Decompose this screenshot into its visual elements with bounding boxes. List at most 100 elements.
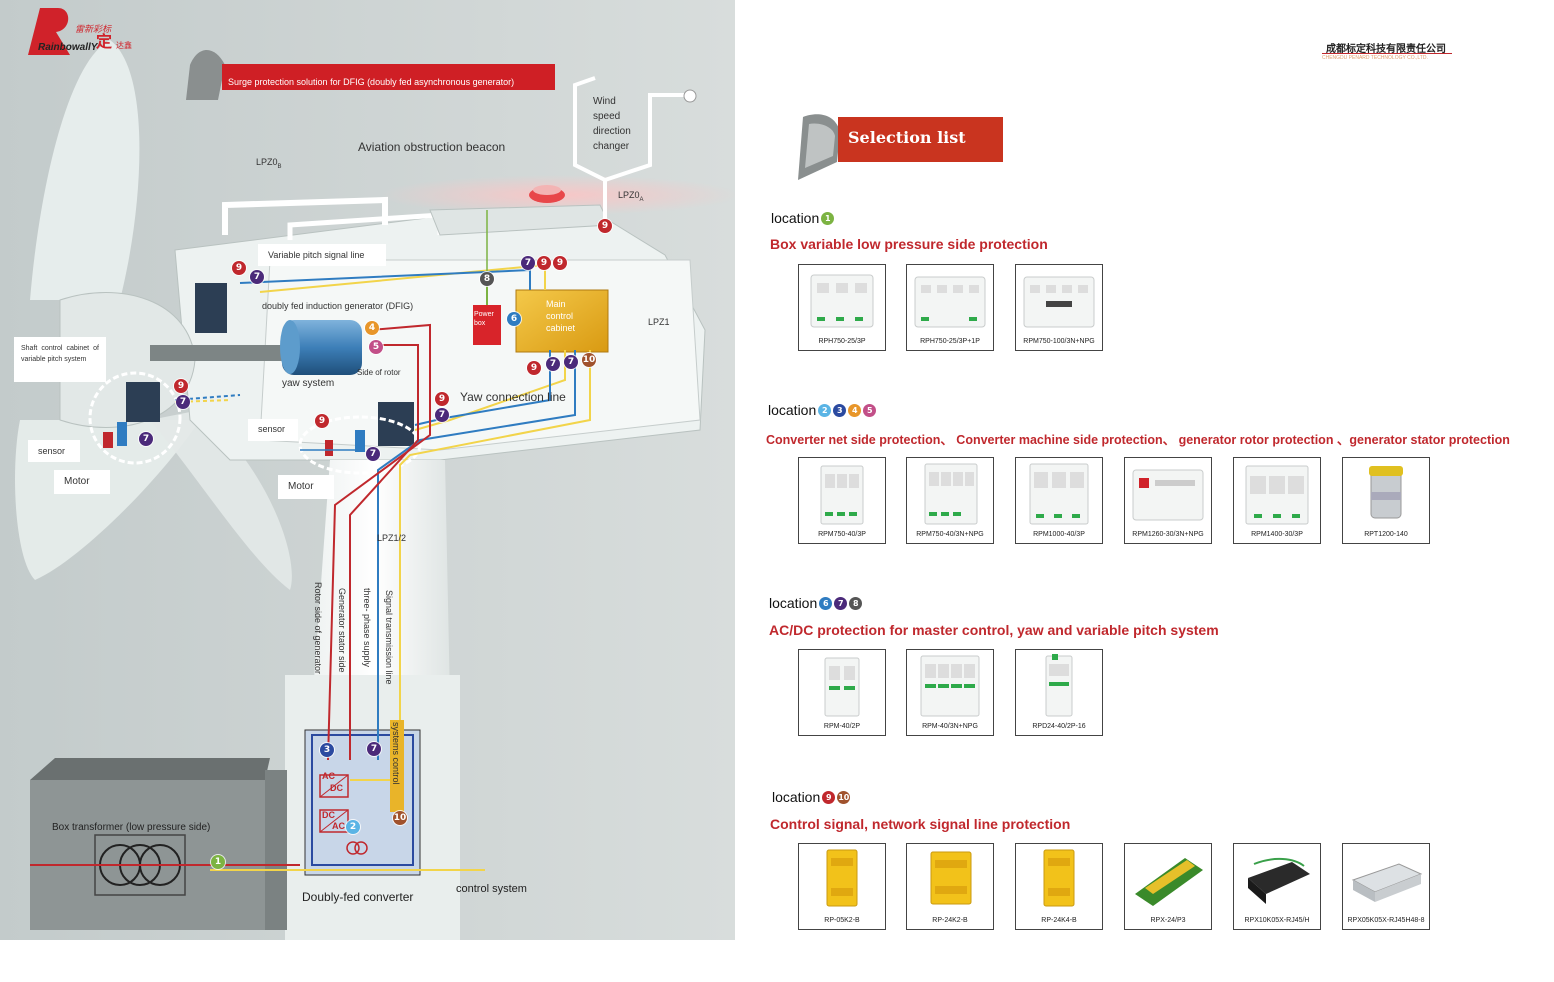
logo-cn-right: 达鑫 bbox=[116, 41, 132, 50]
product-card[interactable]: RP-24K4-B bbox=[1015, 843, 1103, 930]
marker-4: 4 bbox=[365, 321, 379, 335]
ac-label-2: AC bbox=[332, 821, 345, 831]
product-card[interactable]: RPM-40/2P bbox=[798, 649, 886, 736]
marker-9: 9 bbox=[822, 790, 836, 804]
marker-4: 4 bbox=[848, 403, 862, 417]
v-signal-label: Signal transmission line bbox=[384, 590, 394, 685]
product-model: RP-24K4-B bbox=[1041, 917, 1077, 924]
location-row-1: location 1 bbox=[771, 210, 835, 226]
logo-cn-top: 雷新彩标 bbox=[75, 24, 112, 34]
product-model: RPM1260-30/3N+NPG bbox=[1132, 531, 1204, 538]
product-model: RPX-24/P3 bbox=[1150, 917, 1186, 924]
product-model: RPM750-40/3N+NPG bbox=[916, 531, 984, 538]
product-card[interactable]: RP-24K2-B bbox=[906, 843, 994, 930]
marker-5: 5 bbox=[863, 403, 877, 417]
marker-1: 1 bbox=[821, 211, 835, 225]
product-model: RPM1000-40/3P bbox=[1033, 531, 1085, 538]
marker-8: 8 bbox=[480, 272, 494, 286]
marker-7: 7 bbox=[435, 408, 449, 422]
marker-10: 10 bbox=[393, 811, 407, 825]
marker-10: 10 bbox=[837, 790, 851, 804]
product-card[interactable]: RPM750-100/3N+NPG bbox=[1015, 264, 1103, 351]
lpz1-label: LPZ1 bbox=[648, 317, 670, 327]
beacon-label: Aviation obstruction beacon bbox=[358, 140, 506, 154]
marker-7: 7 bbox=[521, 256, 535, 270]
product-model: RPD24-40/2P-16 bbox=[1032, 723, 1086, 730]
diagram-title: Surge protection solution for DFIG (doub… bbox=[228, 77, 515, 87]
product-card[interactable]: RPM1260-30/3N+NPG bbox=[1124, 457, 1212, 544]
diagram-panel: RainbowallY 雷新彩标 定 达鑫 Surge protection s… bbox=[0, 0, 735, 940]
product-card[interactable]: RPX05K05X-RJ45H48-8 bbox=[1342, 843, 1430, 930]
location-3-description: AC/DC protection for master control, yaw… bbox=[769, 622, 1219, 638]
product-model: RPX05K05X-RJ45H48-8 bbox=[1347, 917, 1425, 924]
product-model: RPM750-100/3N+NPG bbox=[1023, 338, 1095, 345]
marker-9: 9 bbox=[553, 256, 567, 270]
location-row-2: location 2 3 4 5 bbox=[768, 402, 877, 418]
marker-9: 9 bbox=[537, 256, 551, 270]
marker-7: 7 bbox=[250, 270, 264, 284]
marker-7: 7 bbox=[367, 742, 381, 756]
product-card[interactable]: RPM-40/3N+NPG bbox=[906, 649, 994, 736]
main-cabinet-label: Main control cabinet bbox=[546, 299, 576, 333]
product-card[interactable]: RPD24-40/2P-16 bbox=[1015, 649, 1103, 736]
location-row-4: location 9 10 bbox=[772, 789, 851, 805]
selection-heading-bar bbox=[838, 117, 1003, 162]
marker-9: 9 bbox=[435, 392, 449, 406]
product-card[interactable]: RPM750-40/3P bbox=[798, 457, 886, 544]
marker-9: 9 bbox=[527, 361, 541, 375]
product-model: RPH750-25/3P bbox=[818, 338, 866, 345]
product-card[interactable]: RPH750-25/3P+1P bbox=[906, 264, 994, 351]
marker-7: 7 bbox=[366, 447, 380, 461]
product-model: RPM-40/2P bbox=[823, 723, 861, 730]
selection-heading: Selection list bbox=[848, 128, 966, 147]
yaw-system-label: yaw system bbox=[282, 378, 335, 389]
company-divider bbox=[1322, 53, 1452, 54]
v-supply-label: three- phase supply bbox=[362, 588, 372, 668]
motor-left-label: Motor bbox=[54, 470, 110, 494]
marker-2: 2 bbox=[346, 820, 360, 834]
location-1-description: Box variable low pressure side protectio… bbox=[770, 236, 1048, 252]
location-4-description: Control signal, network signal line prot… bbox=[770, 816, 1071, 832]
marker-1: 1 bbox=[211, 855, 225, 869]
location-row-3: location 6 7 8 bbox=[769, 595, 863, 611]
marker-7: 7 bbox=[834, 596, 848, 610]
pitch-line-label: Variable pitch signal line bbox=[258, 244, 386, 266]
logo-cn-big: 定 bbox=[96, 34, 113, 51]
ac-label-1: AC bbox=[322, 771, 335, 781]
v-rotor-label: Rotor side of generator bbox=[313, 582, 323, 675]
sensor-left-label: sensor bbox=[28, 440, 80, 462]
product-card[interactable]: RPX-24/P3 bbox=[1124, 843, 1212, 930]
dfig-label: doubly fed induction generator (DFIG) bbox=[262, 301, 414, 311]
product-model: RP-24K2-B bbox=[932, 917, 968, 924]
marker-7: 7 bbox=[176, 395, 190, 409]
dc-label-1: DC bbox=[330, 783, 343, 793]
product-model: RPM750-40/3P bbox=[818, 531, 866, 538]
product-card[interactable]: RPX10K05X-RJ45/H bbox=[1233, 843, 1321, 930]
lpz0b-label: LPZ0B bbox=[256, 157, 282, 170]
product-model: RPH750-25/3P+1P bbox=[920, 338, 980, 345]
product-card[interactable]: RPM1000-40/3P bbox=[1015, 457, 1103, 544]
product-card[interactable]: RP-05K2-B bbox=[798, 843, 886, 930]
product-model: RPM1400-30/3P bbox=[1251, 531, 1303, 538]
marker-3: 3 bbox=[833, 403, 847, 417]
product-card[interactable]: RPH750-25/3P bbox=[798, 264, 886, 351]
product-model: RPX10K05X-RJ45/H bbox=[1244, 917, 1310, 924]
control-system-label: control system bbox=[456, 883, 527, 895]
location-2-description: Converter net side protection、 Converter… bbox=[766, 433, 1510, 447]
converter-label: Doubly-fed converter bbox=[302, 890, 414, 904]
product-model: RP-05K2-B bbox=[824, 917, 860, 924]
product-card[interactable]: RPT1200-140 bbox=[1342, 457, 1430, 544]
systems-control-label: systems control bbox=[391, 722, 401, 785]
shaft-cabinet-label: Shaft control cabinet of variable pitch … bbox=[14, 337, 106, 382]
marker-2: 2 bbox=[818, 403, 832, 417]
marker-7: 7 bbox=[139, 432, 153, 446]
yaw-line-label: Yaw connection line bbox=[460, 390, 566, 404]
marker-8: 8 bbox=[849, 596, 863, 610]
product-card[interactable]: RPM1400-30/3P bbox=[1233, 457, 1321, 544]
marker-7: 7 bbox=[564, 355, 578, 369]
rotor-side-label: Side of rotor bbox=[357, 368, 401, 377]
marker-9: 9 bbox=[598, 219, 612, 233]
product-card[interactable]: RPM750-40/3N+NPG bbox=[906, 457, 994, 544]
power-box-label: Power box bbox=[474, 311, 494, 327]
wind-vane-label: Wind speed direction changer bbox=[593, 96, 631, 152]
